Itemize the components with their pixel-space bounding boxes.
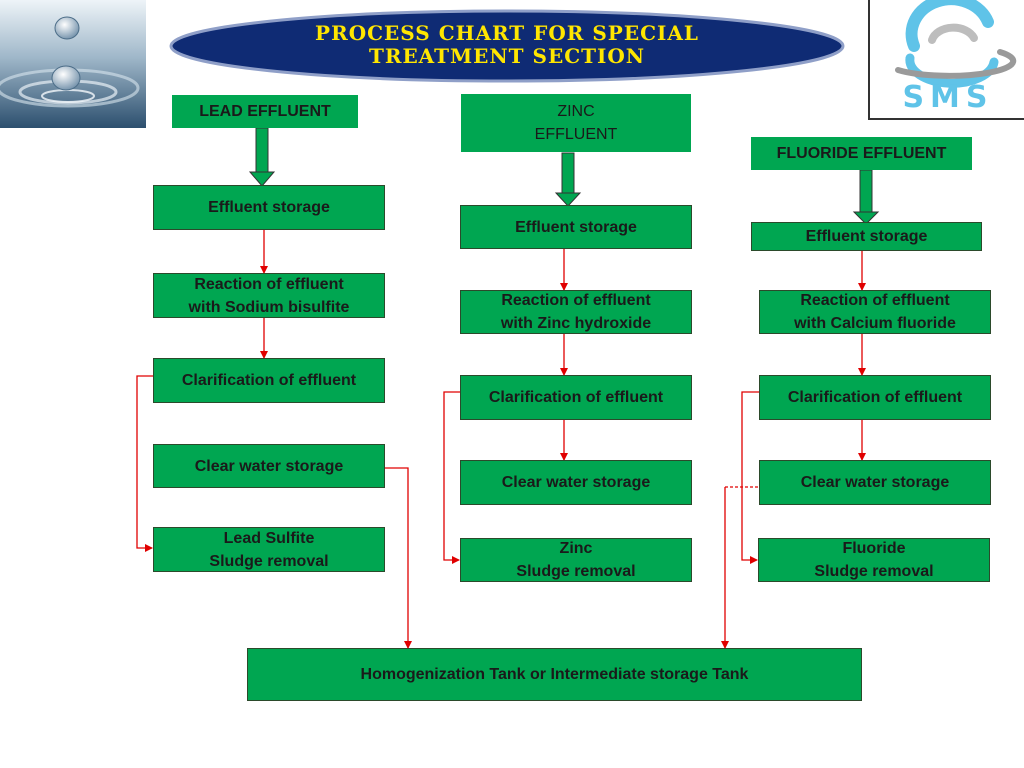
zinc-header-arrow (554, 152, 582, 207)
zinc-reaction: Reaction of effluent with Zinc hydroxide (460, 290, 692, 334)
lead-header-arrow (248, 127, 276, 187)
lead-sludge-connector (136, 375, 153, 552)
lead-sludge-removal: Lead Sulfite Sludge removal (153, 527, 385, 572)
lead-clearwater-connector (385, 467, 412, 649)
lead-clear-water-label: Clear water storage (194, 457, 344, 475)
fluoride-header-arrow (852, 169, 880, 225)
lead-header-label: LEAD EFFLUENT (199, 103, 331, 120)
lead-reaction-line-1: Reaction of effluent (194, 275, 344, 293)
title-banner: PROCESS CHART FOR SPECIAL TREATMENT SECT… (168, 8, 846, 84)
zinc-sludge-connector (443, 391, 460, 564)
zinc-sludge-line-1: Zinc (559, 540, 593, 557)
zinc-clarification: Clarification of effluent (460, 375, 692, 420)
lead-effluent-header: LEAD EFFLUENT (172, 95, 358, 128)
zinc-header-line-2: EFFLUENT (534, 126, 618, 143)
lead-effluent-storage: Effluent storage (153, 185, 385, 230)
fluoride-sludge-removal: Fluoride Sludge removal (758, 538, 990, 582)
title-ellipse (169, 9, 845, 83)
logo-swirl-icon (895, 0, 1017, 88)
zinc-reaction-line-1: Reaction of effluent (501, 292, 651, 309)
zinc-sludge-removal: Zinc Sludge removal (460, 538, 692, 582)
lead-clarification: Clarification of effluent (153, 358, 385, 403)
fluoride-clarification-label: Clarification of effluent (787, 389, 963, 406)
fluoride-reaction: Reaction of effluent with Calcium fluori… (759, 290, 991, 334)
zinc-effluent-storage: Effluent storage (460, 205, 692, 249)
lead-reaction-line-2: with Sodium bisulfite (188, 298, 350, 316)
page-title: PROCESS CHART FOR SPECIAL TREATMENT SECT… (168, 22, 846, 68)
zinc-sludge-line-2: Sludge removal (516, 563, 636, 580)
zinc-header-line-1: ZINC (557, 103, 595, 120)
title-line-1: PROCESS CHART FOR SPECIAL (315, 21, 699, 45)
lead-reaction: Reaction of effluent with Sodium bisulfi… (153, 273, 385, 318)
lead-sludge-line-1: Lead Sulfite (223, 529, 315, 547)
fluoride-sludge-line-1: Fluoride (842, 540, 906, 557)
fluoride-sludge-line-2: Sludge removal (814, 563, 934, 580)
zinc-storage-label: Effluent storage (515, 218, 637, 236)
title-line-2: TREATMENT SECTION (368, 44, 646, 68)
logo-text: SMS (902, 80, 994, 115)
zinc-effluent-header: ZINC EFFLUENT (461, 94, 691, 152)
fluoride-effluent-header: FLUORIDE EFFLUENT (751, 137, 972, 170)
fluoride-clarification: Clarification of effluent (759, 375, 991, 420)
homogenization-tank: Homogenization Tank or Intermediate stor… (247, 648, 862, 701)
water-drop-image (0, 0, 146, 128)
zinc-clear-water-storage: Clear water storage (460, 460, 692, 505)
fluoride-clear-water-storage: Clear water storage (759, 460, 991, 505)
sms-logo: SMS (868, 0, 1024, 120)
lead-clarification-label: Clarification of effluent (181, 372, 357, 389)
zinc-reaction-line-2: with Zinc hydroxide (500, 315, 652, 332)
zinc-clarification-label: Clarification of effluent (488, 389, 664, 406)
zinc-clear-water-label: Clear water storage (501, 474, 651, 491)
lead-clear-water-storage: Clear water storage (153, 444, 385, 488)
lead-sludge-line-2: Sludge removal (209, 552, 329, 570)
fluoride-reaction-line-2: with Calcium fluoride (794, 315, 956, 332)
fluoride-storage-label: Effluent storage (805, 228, 928, 245)
fluoride-effluent-storage: Effluent storage (751, 222, 982, 251)
fluoride-reaction-line-1: Reaction of effluent (800, 292, 950, 309)
fluoride-header-label: FLUORIDE EFFLUENT (776, 145, 947, 162)
homogenization-label: Homogenization Tank or Intermediate stor… (360, 666, 749, 683)
fluoride-sludge-connector (741, 391, 759, 564)
lead-storage-label: Effluent storage (208, 199, 330, 216)
fluoride-clear-water-label: Clear water storage (800, 474, 950, 491)
